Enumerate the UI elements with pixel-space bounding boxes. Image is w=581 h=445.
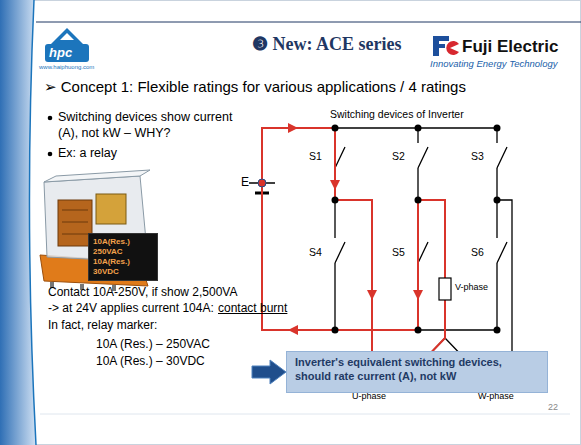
junction-dot (332, 125, 339, 132)
bullet-dot (48, 116, 53, 121)
current-arrow (413, 290, 423, 300)
junction-dot (332, 327, 339, 334)
brand-name: Fuji Electric (462, 36, 558, 57)
bottom-rule (40, 414, 570, 415)
logo-text: hpc (49, 45, 72, 61)
switch-label: S6 (471, 246, 484, 259)
switch-leg (496, 128, 497, 330)
phase-label: V-phase (455, 282, 488, 293)
logo-peak (60, 33, 74, 40)
circuit-title: Switching devices of Inverter (330, 108, 464, 121)
side-band-edge (29, 0, 36, 445)
switch-blade (335, 242, 507, 263)
switch-label: S5 (392, 246, 405, 259)
logo-plate (45, 44, 89, 62)
current-arrow (288, 325, 298, 335)
junction-dot (415, 327, 422, 334)
relay-cover-top (44, 170, 150, 182)
switch-blade (335, 147, 507, 168)
relay-contacts (96, 194, 126, 224)
top-rule (36, 22, 581, 23)
relay-winding (62, 222, 88, 223)
logo-url: www.haiphuong.com (39, 64, 94, 72)
brand-mark (433, 36, 449, 41)
bullet-dot (48, 152, 53, 157)
pointer-arrow (252, 360, 286, 384)
source-terminal (258, 179, 266, 187)
note-text: Contact 10A-250V, if show 2,500VA (48, 285, 237, 300)
brand-mark (433, 44, 445, 48)
note-emphasis: contact burnt (218, 301, 287, 316)
callout-box: Inverter's equivalent switching devices,… (286, 351, 548, 393)
junction-dot (332, 197, 339, 204)
current-arrow (330, 180, 340, 190)
inverter-wiring (262, 128, 512, 385)
sticker-text: 10A(Res.) 30VDC (93, 257, 153, 277)
relay-winding (62, 234, 88, 235)
note-text: -> at 24V applies current 104A: (48, 301, 214, 316)
bullet-text: Switching devices show current (A), not … (58, 110, 238, 141)
brand-slogan: Innovating Energy Technology (430, 58, 557, 70)
side-band (0, 0, 36, 445)
relay-winding (62, 210, 88, 211)
bullet-text: Ex: a relay (58, 146, 117, 162)
switch-label: S3 (471, 150, 484, 163)
slide-title: ❸ New: ACE series (252, 33, 401, 56)
callout-text: Inverter's equivalent switching devices,… (295, 356, 539, 384)
relay-coil (58, 200, 92, 246)
junctions (332, 125, 501, 334)
junction-dot (494, 125, 501, 132)
v-phase-wire (418, 200, 445, 338)
junction-dot (415, 125, 422, 132)
switch-label: S4 (309, 246, 322, 259)
current-arrow (367, 290, 377, 300)
page-number: 22 (548, 402, 558, 413)
current-path (262, 128, 445, 385)
junction-dot (494, 327, 501, 334)
note-text: In fact, relay marker: (48, 318, 157, 333)
relay-sticker: 10A(Res.) 250VAC10A(Res.) 30VDC (88, 233, 158, 281)
switch-label: S2 (392, 150, 405, 163)
brand-mark (446, 41, 459, 55)
source-label: E (241, 175, 249, 190)
winding-symbol (439, 278, 451, 300)
rating-text: 10A (Res.) – 30VDC (96, 354, 205, 369)
sticker-text: 10A(Res.) 250VAC (93, 237, 153, 257)
rating-text: 10A (Res.) – 250VAC (96, 337, 210, 352)
switch-label: S1 (309, 150, 322, 163)
current-arrow (288, 123, 298, 133)
subtitle: ➢ Concept 1: Flexible ratings for variou… (44, 78, 466, 97)
junction-dot (415, 197, 422, 204)
junction-dot (494, 197, 501, 204)
